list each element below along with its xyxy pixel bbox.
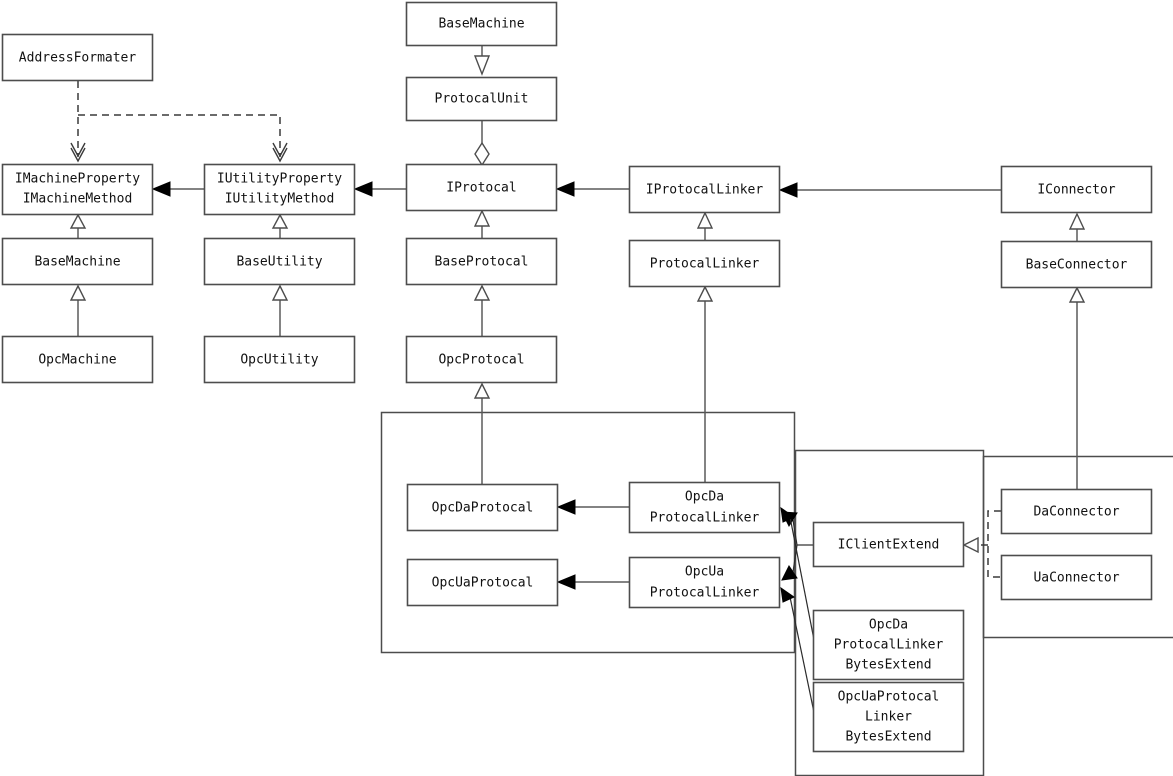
node-opcmachine[interactable]: OpcMachine [1, 335, 154, 384]
node-label-baseutility: BaseUtility [236, 255, 322, 270]
node-baseconnector[interactable]: BaseConnector [1000, 240, 1153, 289]
node-iprotocal[interactable]: IProtocal [405, 163, 558, 212]
node-label-daconnector: DaConnector [1033, 505, 1119, 520]
node-iclientextend[interactable]: IClientExtend [812, 521, 965, 568]
node-label-opcdabytes-line1: OpcDa [869, 618, 908, 633]
node-label-opcdabytes-line2: ProtocalLinker [834, 638, 944, 653]
edge-head-hollowtri-opcprotocal [473, 382, 491, 399]
edge-head-solid-opcualinker-from-iclient [781, 565, 798, 581]
node-baseutility[interactable]: BaseUtility [203, 237, 356, 286]
node-label-opcmachine: OpcMachine [38, 353, 116, 368]
node-imachineproperty[interactable]: IMachineProperty IMachineMethod [1, 163, 154, 216]
node-label-opcdabytes-line3: BytesExtend [845, 658, 931, 673]
node-basemachine-top[interactable]: BaseMachine [405, 1, 558, 47]
node-opcprotocal[interactable]: OpcProtocal [405, 335, 558, 384]
nodes-layer: AddressFormater IMachineProperty IMachin… [1, 1, 1153, 753]
node-label-opcdaprotocal: OpcDaProtocal [432, 501, 534, 516]
node-label-uaconnector: UaConnector [1033, 571, 1119, 586]
edge-head-hollowtri-iprotocal-realize [473, 209, 491, 227]
edge-head-hollowtri-baseprotocal [473, 284, 491, 301]
node-opcuaprotocallinker[interactable]: OpcUa ProtocalLinker [628, 556, 781, 609]
node-label-opcprotocal: OpcProtocal [438, 353, 524, 368]
node-daconnector[interactable]: DaConnector [1000, 488, 1153, 535]
node-opcuaprotocal[interactable]: OpcUaProtocal [406, 558, 559, 607]
node-label-iclientextend: IClientExtend [838, 538, 940, 553]
edge-head-solid-imachineproperty [151, 181, 171, 197]
node-label-iconnector: IConnector [1037, 183, 1115, 198]
node-label-opcuaprotocallinker-line1: OpcUa [685, 565, 724, 580]
edge-head-solid-opcdaprotocal [556, 499, 576, 515]
node-label-opcuaprotocallinker-line2: ProtocalLinker [650, 586, 760, 601]
edge-head-hollowtri-down-protocalunit [473, 55, 491, 76]
edge-head-hollowtri-iutilityproperty [271, 213, 289, 229]
node-label-opcuaprotocal: OpcUaProtocal [432, 576, 534, 591]
edges-layer [69, 46, 1086, 723]
edge-head-hollowtri-left-iclientextend [962, 536, 979, 554]
edge-head-hollowtri-iprotocallinker [696, 211, 714, 229]
edge-head-hollowtri-basemachineleft [69, 284, 87, 301]
node-iconnector[interactable]: IConnector [1000, 165, 1153, 214]
node-iutilityproperty[interactable]: IUtilityProperty IUtilityMethod [203, 163, 356, 216]
node-label-baseconnector: BaseConnector [1026, 258, 1128, 273]
node-iprotocallinker[interactable]: IProtocalLinker [628, 165, 781, 214]
edge-head-hollowtri-iconnector [1068, 212, 1086, 230]
node-label-iutilityproperty-line2: IUtilityMethod [225, 192, 335, 207]
node-label-opcuabytes-line2: Linker [865, 710, 912, 725]
node-label-opcdaprotocallinker-line1: OpcDa [685, 490, 724, 505]
edge-head-solid-iprotocallinker [778, 182, 798, 198]
node-label-baseprotocal: BaseProtocal [435, 255, 529, 270]
edge-opcuabytes-opcualinker [789, 596, 817, 723]
node-opcdaprotocallinker[interactable]: OpcDa ProtocalLinker [628, 481, 781, 534]
node-label-opcuabytes-line1: OpcUaProtocal [838, 690, 940, 705]
edge-head-hollowtri-baseconnector [1068, 286, 1086, 303]
node-protocalunit[interactable]: ProtocalUnit [405, 76, 558, 122]
node-label-imachineproperty-line1: IMachineProperty [15, 172, 140, 187]
edge-head-hollowdiamond-iprotocal [474, 141, 490, 167]
node-addressformater[interactable]: AddressFormater [1, 33, 154, 82]
node-label-iutilityproperty-line1: IUtilityProperty [217, 172, 342, 187]
edge-head-hollowtri-baseutility [271, 284, 289, 301]
edge-head-solid-opcuaprotocal [556, 574, 576, 590]
node-opcutility[interactable]: OpcUtility [203, 335, 356, 384]
node-basemachine-left[interactable]: BaseMachine [1, 237, 154, 286]
node-label-addressformater: AddressFormater [19, 51, 137, 66]
edge-head-open-v-iutilityproperty [272, 142, 288, 163]
node-label-imachineproperty-line2: IMachineMethod [23, 192, 133, 207]
edge-opcdabytes-opcdalinker [789, 516, 817, 651]
node-label-protocalunit: ProtocalUnit [435, 92, 529, 107]
node-protocallinker[interactable]: ProtocalLinker [628, 239, 781, 288]
node-label-basemachine-left: BaseMachine [34, 255, 120, 270]
node-label-protocallinker: ProtocalLinker [650, 257, 760, 272]
node-label-basemachine-top: BaseMachine [438, 17, 524, 32]
node-label-opcutility: OpcUtility [240, 353, 318, 368]
edge-head-hollowtri-imachineproperty [69, 213, 87, 229]
node-label-opcuabytes-line3: BytesExtend [845, 730, 931, 745]
edge-iclientextend-opcdalinker [792, 519, 798, 546]
edge-head-solid-iutilityproperty [353, 181, 373, 197]
edge-head-solid-iprotocal [555, 181, 575, 197]
node-label-iprotocal: IProtocal [446, 181, 516, 196]
edge-head-open-v-imachineproperty [70, 142, 86, 163]
node-opcuaprotocallinkerbytesextend[interactable]: OpcUaProtocal Linker BytesExtend [812, 681, 965, 753]
edge-head-solid-opcualinker-from-bytes [780, 586, 796, 603]
node-label-opcdaprotocallinker-line2: ProtocalLinker [650, 511, 760, 526]
edge-head-hollowtri-protocallinker [696, 285, 714, 302]
node-baseprotocal[interactable]: BaseProtocal [405, 237, 558, 286]
node-label-iprotocallinker: IProtocalLinker [646, 183, 764, 198]
edge-addressformater-iutilityproperty [78, 114, 281, 157]
node-uaconnector[interactable]: UaConnector [1000, 554, 1153, 601]
group-connector-container [982, 455, 1173, 639]
edge-connectors-iclientextend-bus [987, 510, 1001, 578]
node-opcdaprotocallinkerbytesextend[interactable]: OpcDa ProtocalLinker BytesExtend [812, 609, 965, 681]
edge-head-solid-opcdalinker-from-bytes [780, 506, 796, 523]
node-opcdaprotocal[interactable]: OpcDaProtocal [406, 483, 559, 532]
